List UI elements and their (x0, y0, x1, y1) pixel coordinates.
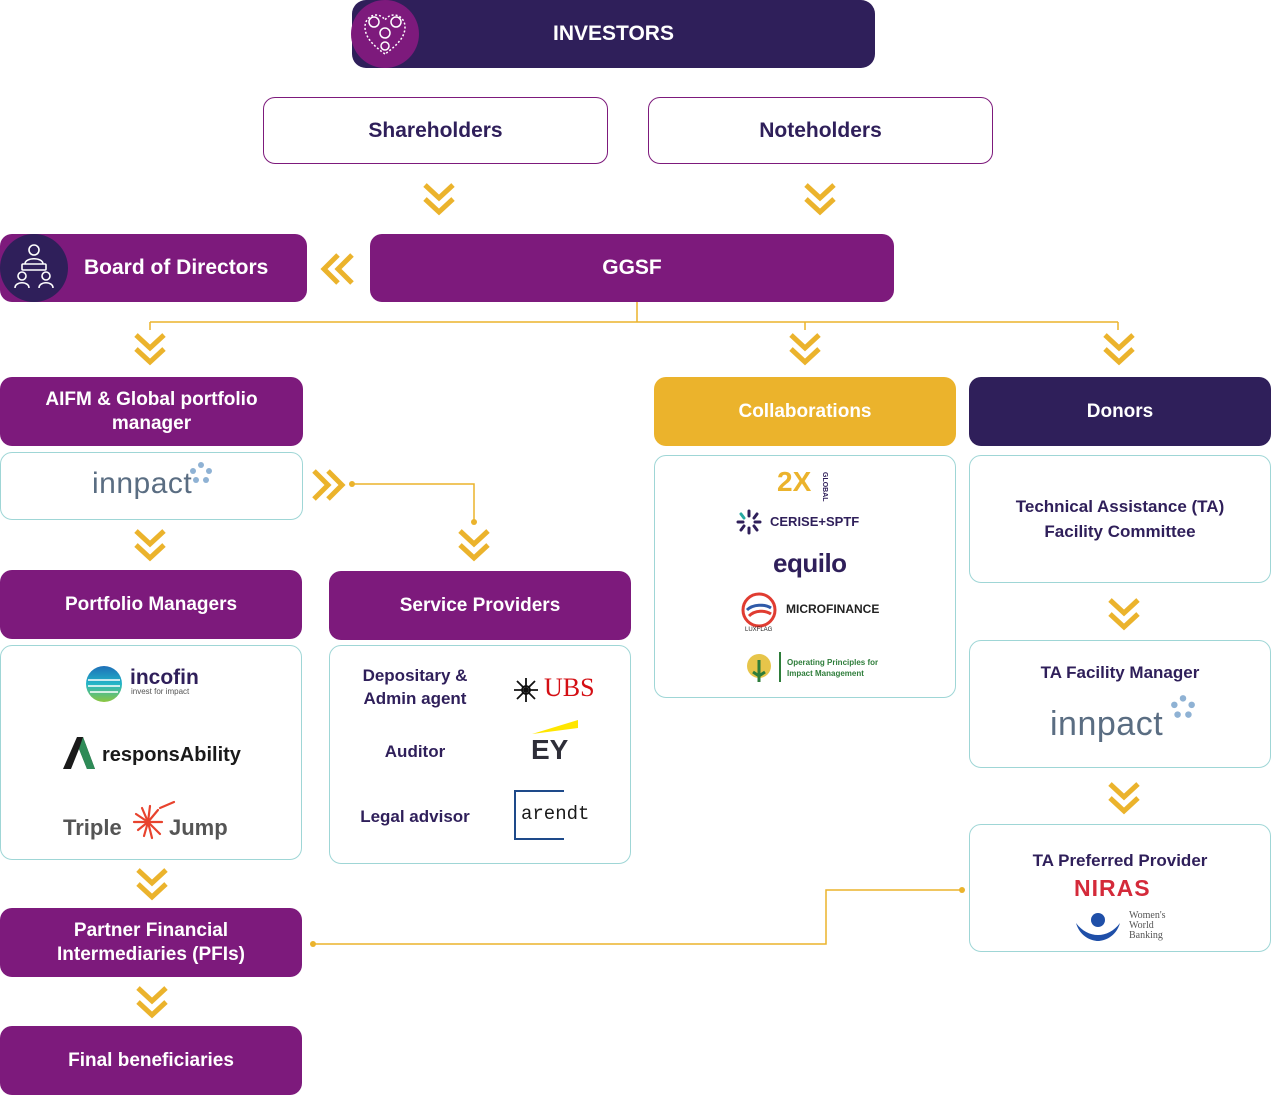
portfolio-managers-title: Portfolio Managers (64, 593, 238, 615)
chevron-down-icon (136, 868, 168, 901)
microfinance-logo: MICROFINANCE (786, 602, 880, 616)
ta-manager-label: TA Facility Manager (1040, 663, 1200, 682)
portfolio-managers-panel: incofin invest for impact responsAbility… (0, 645, 302, 860)
aifm-box: AIFM & Global portfolio manager (0, 377, 303, 446)
investors-title: INVESTORS (553, 22, 674, 45)
legal-advisor-label: Legal advisor (360, 807, 470, 826)
chevron-down-icon (1103, 333, 1135, 366)
ubs-logo: UBS (544, 673, 595, 702)
ggsf-branch-line (149, 302, 1119, 330)
innpact-logo: innpact (92, 467, 193, 500)
connector-dot (310, 941, 316, 947)
chevron-right-icon (312, 469, 346, 501)
collaborations-box: Collaborations (654, 377, 956, 446)
arendt-frame (514, 790, 564, 840)
luxflag-icon (741, 592, 777, 628)
ggsf-box: GGSF (370, 234, 894, 302)
shareholders-box: Shareholders (263, 97, 608, 164)
opim-divider (779, 652, 781, 682)
noteholders-label: Noteholders (759, 118, 882, 142)
niras-logo: NIRAS (1074, 875, 1151, 901)
collaborations-title: Collaborations (738, 400, 872, 422)
chevron-down-icon (134, 333, 166, 366)
chevron-down-icon (804, 183, 836, 216)
chevron-down-icon (136, 986, 168, 1019)
innpact-service-line (352, 483, 475, 522)
depositary-label: Depositary & Admin agent (362, 666, 468, 708)
service-providers-panel: Depositary & Admin agent UBS Auditor EY … (329, 645, 631, 864)
wwb-logo: Women's World Banking (1129, 910, 1166, 941)
pfis-label: Partner Financial Intermediaries (PFIs) (57, 919, 245, 965)
luxflag-label: LUXFLAG (745, 627, 773, 633)
investors-heart-icon (351, 0, 419, 68)
innpact-logo: innpact (1050, 705, 1164, 743)
ggsf-label: GGSF (602, 255, 662, 279)
connector-dot (959, 887, 965, 893)
chevron-down-icon (134, 529, 166, 562)
incofin-icon (86, 666, 122, 702)
service-providers-box: Service Providers (329, 571, 631, 640)
service-providers-title: Service Providers (399, 594, 561, 616)
responsability-logo: responsAbility (102, 744, 241, 766)
collaborations-panel: 2X GLOBAL CERISE+SPTF equilo MICROFINANC… (654, 455, 956, 698)
triplejump-logo-left: Triple (63, 815, 122, 840)
aifm-title: AIFM & Global portfolio manager (45, 388, 258, 434)
pfi-ta-provider-line (313, 889, 962, 945)
donors-title: Donors (1086, 400, 1154, 422)
ey-logo: EY (531, 734, 569, 765)
ta-provider-label: TA Preferred Provider (1032, 851, 1208, 870)
ta-provider-panel: TA Preferred Provider NIRAS Women's Worl… (969, 824, 1271, 952)
cerise-logo: CERISE+SPTF (770, 514, 860, 529)
wwb-icon (1076, 913, 1120, 941)
twox-sub: GLOBAL (821, 472, 828, 502)
innpact-star-icon (1171, 695, 1195, 718)
innpact-star-icon (190, 462, 212, 483)
investors-box: INVESTORS (352, 0, 875, 68)
aifm-logo-panel: innpact (0, 452, 303, 520)
arendt-logo: arendt (521, 803, 590, 825)
shareholders-label: Shareholders (368, 118, 503, 142)
responsability-icon (63, 737, 95, 769)
final-beneficiaries-box: Final beneficiaries (0, 1026, 302, 1095)
board-people-icon (0, 234, 68, 302)
connector-dot (349, 481, 355, 487)
ta-manager-panel: TA Facility Manager innpact (969, 640, 1271, 768)
chevron-left-icon (320, 253, 354, 285)
donors-box: Donors (969, 377, 1271, 446)
ubs-keys-icon (514, 678, 538, 702)
triplejump-logo-right: Jump (169, 815, 228, 840)
opim-icon (747, 654, 771, 682)
board-label: Board of Directors (84, 255, 269, 279)
ta-committee-label: Technical Assistance (TA) Facility Commi… (1015, 497, 1225, 541)
chevron-down-icon (789, 333, 821, 366)
final-beneficiaries-label: Final beneficiaries (68, 1049, 234, 1071)
pfis-box: Partner Financial Intermediaries (PFIs) (0, 908, 302, 977)
ey-beam-icon (532, 720, 578, 734)
incofin-logo: incofin (130, 666, 199, 689)
portfolio-managers-box: Portfolio Managers (0, 570, 302, 639)
twox-logo: 2X (777, 466, 812, 497)
auditor-label: Auditor (384, 742, 446, 761)
chevron-down-icon (1108, 782, 1140, 815)
incofin-tagline: invest for impact (131, 687, 190, 696)
noteholders-box: Noteholders (648, 97, 993, 164)
triplejump-burst-icon (132, 800, 176, 840)
chevron-down-icon (458, 529, 490, 562)
ta-committee-panel: Technical Assistance (TA) Facility Commi… (969, 455, 1271, 583)
chevron-down-icon (423, 183, 455, 216)
connector-dot (471, 519, 477, 525)
equilo-logo: equilo (773, 548, 847, 578)
chevron-down-icon (1108, 598, 1140, 631)
cerise-icon (736, 509, 762, 535)
opim-logo: Operating Principles for Impact Manageme… (787, 658, 879, 678)
